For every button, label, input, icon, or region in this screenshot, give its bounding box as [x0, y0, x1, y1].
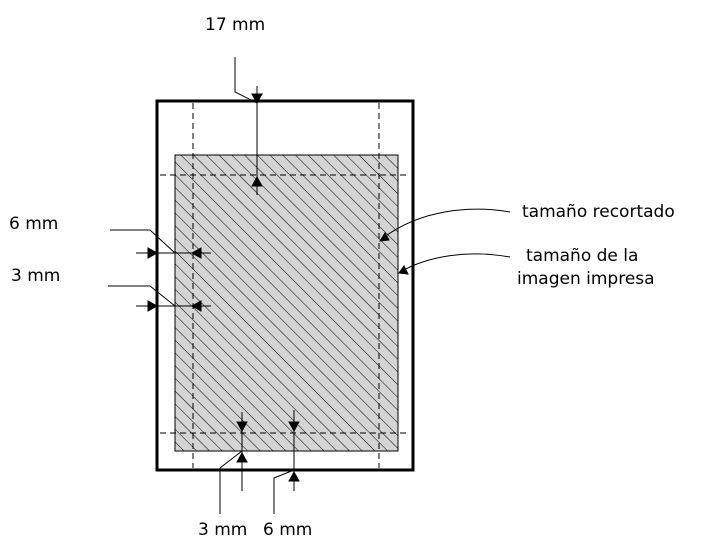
printed-size-leader — [398, 253, 511, 275]
trimmed-size-leader — [379, 208, 511, 242]
dashed-guides — [160, 103, 410, 468]
left-6mm-indicator — [110, 229, 211, 259]
left-3mm-indicator — [108, 285, 211, 312]
left-6mm-label: 6 mm — [9, 214, 59, 234]
bottom-3mm-indicator — [219, 412, 248, 514]
printed-size-label-line2: imagen impresa — [517, 269, 655, 289]
bottom-6mm-label: 6 mm — [263, 520, 313, 540]
bottom-3mm-label: 3 mm — [198, 520, 248, 540]
top-margin-label: 17 mm — [205, 15, 266, 35]
left-3mm-label: 3 mm — [11, 266, 61, 286]
printed-size-label-line1: tamaño de la — [526, 246, 639, 266]
top-margin-indicator — [234, 57, 263, 195]
trimmed-image-area — [174, 154, 399, 452]
trimmed-size-label: tamaño recortado — [522, 202, 675, 222]
bottom-6mm-indicator — [273, 410, 300, 514]
